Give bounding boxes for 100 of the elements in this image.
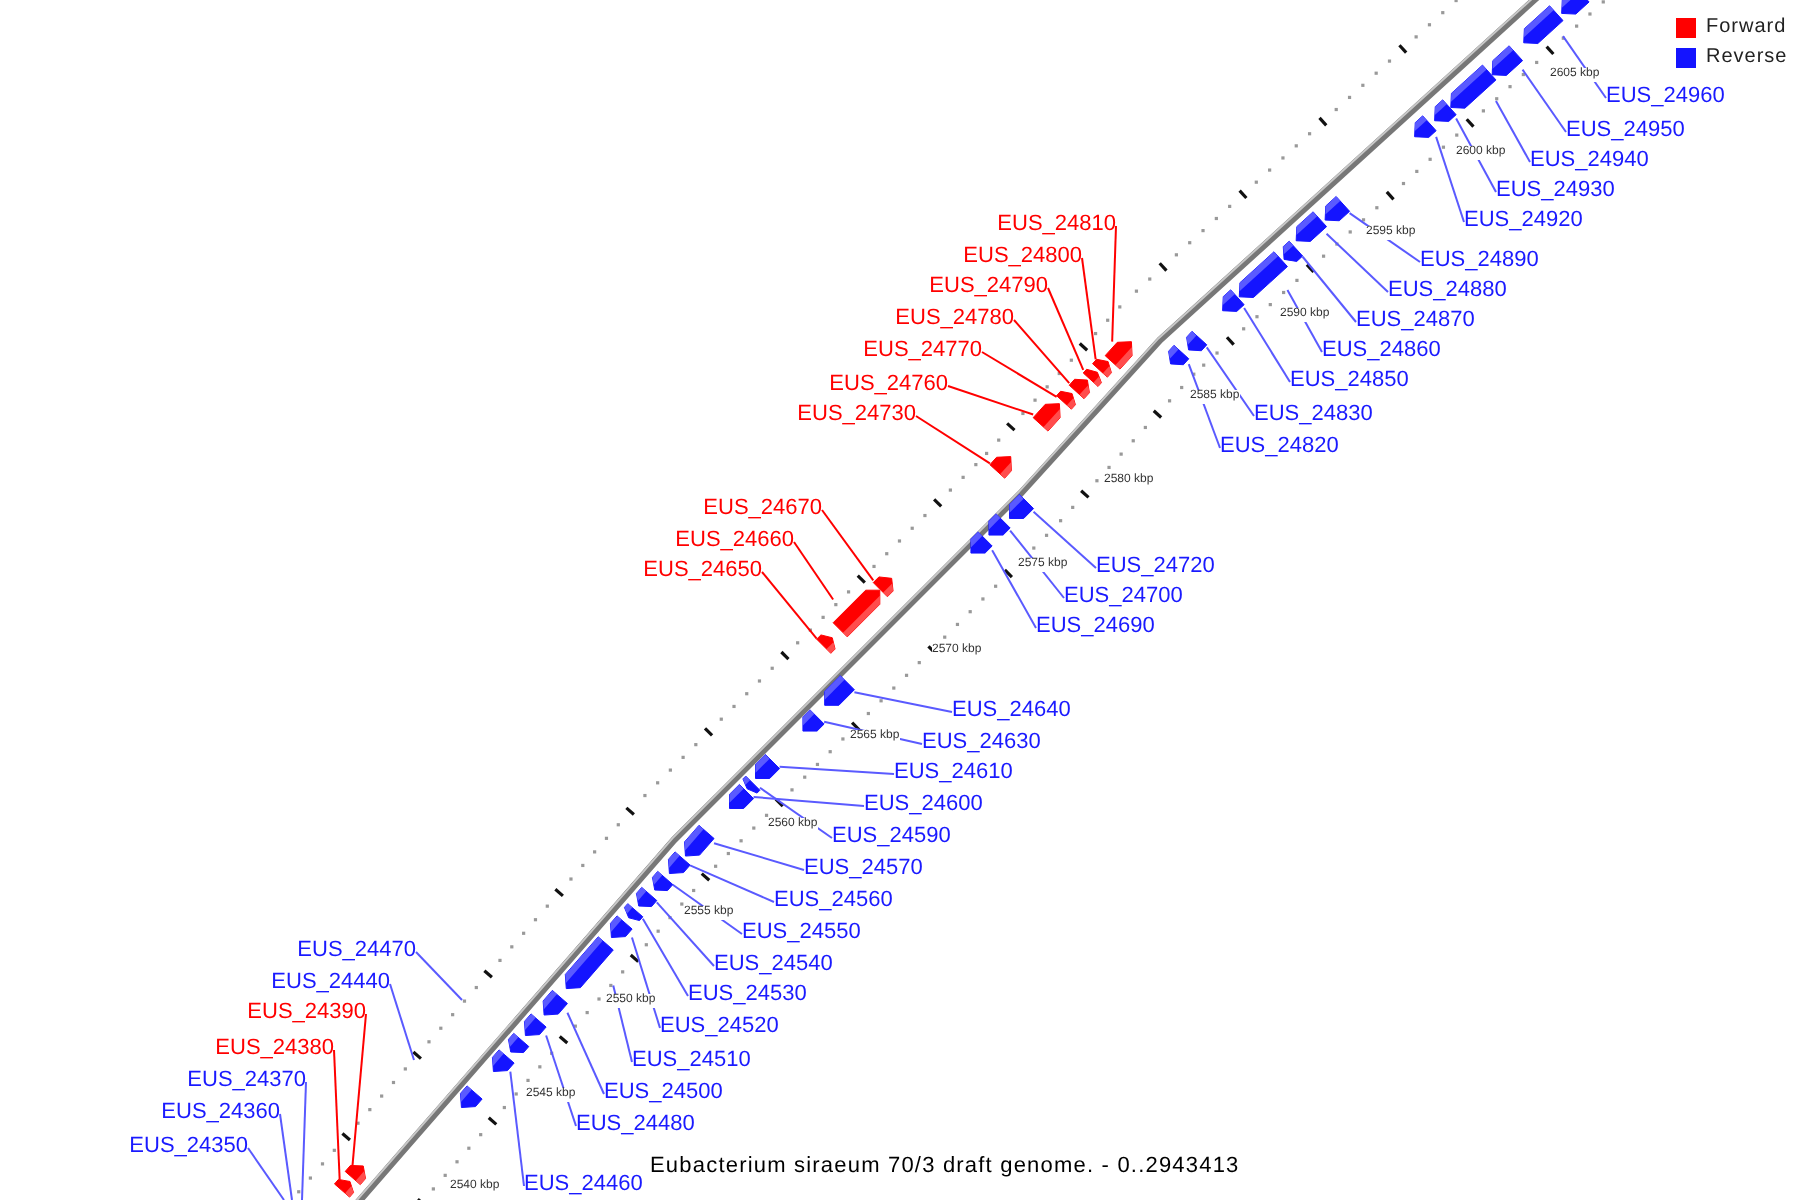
gene-label: EUS_24600 <box>864 790 983 818</box>
gene-label: EUS_24960 <box>1606 82 1725 110</box>
gene-block <box>729 783 755 809</box>
gene-block <box>970 531 993 554</box>
gene-label: EUS_24360 <box>161 1098 280 1126</box>
leader-line <box>1032 510 1097 569</box>
gene-block <box>564 936 614 990</box>
leader-line <box>761 571 818 640</box>
gene-block <box>507 1032 530 1054</box>
leader-line <box>247 1147 285 1200</box>
gene-block <box>742 775 761 794</box>
gene-label: EUS_24500 <box>604 1078 723 1106</box>
gene-block <box>1434 99 1457 122</box>
gene-label: EUS_24550 <box>742 918 861 946</box>
gene-label: EUS_24810 <box>997 210 1116 238</box>
gene-block <box>623 903 644 922</box>
gene-label: EUS_24670 <box>703 494 822 522</box>
gene-label: EUS_24770 <box>863 336 982 364</box>
gene-block <box>1168 344 1190 366</box>
legend-label: Reverse <box>1706 46 1788 70</box>
gene-block <box>824 675 855 706</box>
leader-line <box>689 864 775 903</box>
gene-label: EUS_24790 <box>929 272 1048 300</box>
gene-block <box>667 851 691 875</box>
gene-label: EUS_24480 <box>576 1110 695 1138</box>
gene-label: EUS_24440 <box>271 968 390 996</box>
leader-line <box>778 765 895 775</box>
leader-line <box>981 351 1058 398</box>
gene-block <box>1186 330 1208 352</box>
leader-line <box>853 691 953 713</box>
leader-line <box>415 951 463 1001</box>
gene-label: EUS_24950 <box>1566 116 1685 144</box>
leader-line <box>758 786 833 839</box>
gene-block <box>1561 0 1590 15</box>
gene-label: EUS_24510 <box>632 1046 751 1074</box>
gene-label: EUS_24730 <box>797 400 916 428</box>
leader-line <box>1455 117 1497 193</box>
gene-block <box>755 753 781 779</box>
gene-block <box>816 634 836 654</box>
gene-block <box>344 1164 367 1186</box>
leader-line <box>1325 232 1389 293</box>
gene-label: EUS_24380 <box>215 1034 334 1062</box>
gene-label: EUS_24350 <box>129 1132 248 1160</box>
gene-block <box>542 989 568 1016</box>
leader-line <box>793 541 835 601</box>
gene-block <box>1032 403 1061 432</box>
leader-line <box>991 549 1037 629</box>
gene-block <box>684 824 715 857</box>
gene-block <box>1282 240 1304 262</box>
leader-line <box>1205 346 1255 417</box>
caption: Eubacterium siraeum 70/3 draft genome. - 0..2943413 <box>650 1154 1240 1180</box>
gene-block <box>1092 358 1112 378</box>
leader-line <box>1435 135 1465 223</box>
gene-label: EUS_24720 <box>1096 552 1215 580</box>
leader-line <box>1111 225 1117 343</box>
gene-block <box>334 1178 355 1198</box>
gene-block <box>1324 196 1351 222</box>
leader-line <box>1243 307 1291 383</box>
leader-line <box>947 385 1035 416</box>
gene-label: EUS_24940 <box>1530 146 1649 174</box>
gene-label: EUS_24640 <box>952 696 1071 724</box>
gene-block <box>1523 5 1564 44</box>
leader-line <box>641 917 689 997</box>
leader-line <box>1521 68 1567 133</box>
gene-block <box>802 709 825 732</box>
gene-label: EUS_24590 <box>832 822 951 850</box>
gene-label: EUS_24520 <box>660 1012 779 1040</box>
gene-label: EUS_24920 <box>1464 206 1583 234</box>
gene-label: EUS_24930 <box>1496 176 1615 204</box>
gene-block <box>989 456 1012 479</box>
gene-block <box>459 1085 483 1109</box>
gene-block <box>872 576 894 598</box>
gene-label: EUS_24370 <box>187 1066 306 1094</box>
gene-block <box>1295 211 1328 242</box>
gene-label: EUS_24830 <box>1254 400 1373 428</box>
leader-line <box>630 936 661 1029</box>
leader-line <box>915 415 991 465</box>
leader-line <box>333 1049 341 1181</box>
gene-block <box>609 915 633 939</box>
gene-label: EUS_24760 <box>829 370 948 398</box>
gene-block <box>523 1013 547 1037</box>
gene-label: EUS_24850 <box>1290 366 1409 394</box>
gene-label: EUS_24560 <box>774 886 893 914</box>
gene-block <box>1450 64 1497 109</box>
leader-line <box>655 901 715 967</box>
gene-block <box>1104 341 1133 370</box>
gene-block <box>832 589 881 638</box>
gene-block <box>1491 45 1524 76</box>
leader-line <box>279 1113 293 1200</box>
gene-label: EUS_24530 <box>688 980 807 1008</box>
gene-label: EUS_24890 <box>1420 246 1539 274</box>
gene-label: EUS_24460 <box>524 1170 643 1198</box>
gene-label: EUS_24610 <box>894 758 1013 786</box>
gene-label: EUS_24780 <box>895 304 1014 332</box>
gene-label: EUS_24800 <box>963 242 1082 270</box>
gene-label: EUS_24650 <box>643 556 762 584</box>
leader-line <box>1301 255 1357 323</box>
gene-label: EUS_24570 <box>804 854 923 882</box>
gene-block <box>1009 493 1035 519</box>
gene-label: EUS_24660 <box>675 526 794 554</box>
